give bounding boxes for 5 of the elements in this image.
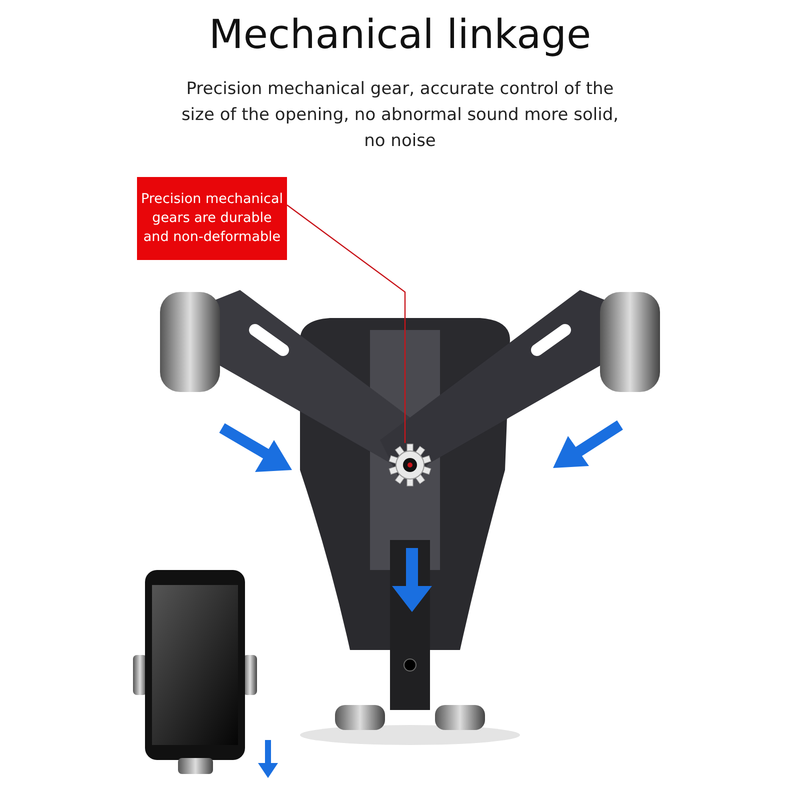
- title: Mechanical linkage: [208, 12, 592, 58]
- description-text: Precision mechanical gear, accurate control of the size of the opening, no abnormal sound more solid, no noise: [180, 78, 620, 153]
- leader-line: [286, 204, 406, 443]
- callout-box: Precision mechanical gears are durable and non-deformable: [137, 177, 287, 260]
- gear-icon: [388, 443, 432, 487]
